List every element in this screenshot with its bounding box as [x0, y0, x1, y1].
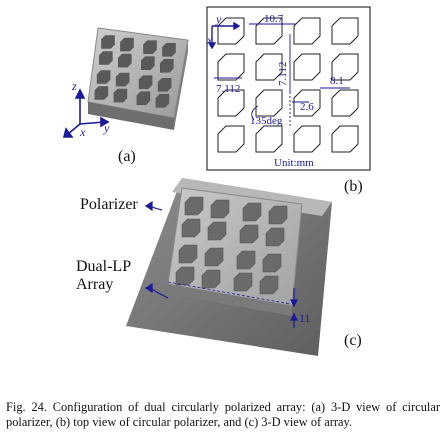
polarizer-cell: [96, 70, 111, 84]
top-view-cell: [293, 53, 321, 81]
polarizer-cell: [101, 35, 115, 49]
array-3d-view: 11: [126, 178, 332, 356]
top-view-cell: [331, 89, 359, 117]
dim-angle: 135deg: [250, 115, 283, 127]
dim-height: 11: [299, 311, 311, 325]
polarizer-cell: [268, 205, 288, 225]
polarizer-cell: [136, 91, 151, 105]
polarizer-cell: [160, 58, 174, 73]
dim-width-a: 7.112: [216, 83, 240, 95]
polarizer-cell: [94, 86, 109, 100]
polarizer-cell: [210, 199, 230, 219]
panel-c-label: (c): [344, 332, 362, 349]
top-view-cell: [255, 17, 283, 45]
panel-a-label: (a): [118, 148, 136, 165]
callout-arrows: [144, 200, 169, 299]
axis-x-label: x: [79, 125, 86, 139]
polarizer-cell: [207, 221, 227, 241]
polarizer-cell: [239, 224, 259, 244]
top-view-cell: [255, 89, 283, 117]
top-view-cell: [293, 89, 321, 117]
top-view-cell: [255, 125, 283, 153]
dim-width-b: 7.112: [277, 62, 289, 86]
array-cells: [175, 196, 288, 295]
top-view-cell: [217, 53, 245, 81]
top-view-cell: [217, 89, 245, 117]
top-view-cell: [293, 125, 321, 153]
polarizer-cell: [155, 94, 170, 108]
polarizer-cell: [259, 275, 279, 295]
polarizer-3d-view: z x y: [62, 27, 189, 139]
polarizer-cell: [204, 247, 224, 267]
polarizer-cell: [113, 88, 128, 103]
polarizer-cell: [138, 75, 153, 89]
polarizer-cell: [265, 227, 285, 247]
unit-note: Unit:mm: [274, 157, 314, 169]
dim-pitch-y: 8.1: [330, 75, 344, 87]
axis-y-label-top: y: [215, 12, 222, 26]
polarizer-cell: [201, 269, 221, 289]
panel-c-figure: 11: [122, 176, 342, 377]
panel-a-figure: z x y: [60, 10, 210, 145]
polarizer-cell: [120, 37, 134, 52]
axis-z-label: z: [71, 79, 77, 93]
polarizer-cell: [242, 202, 262, 222]
callout-dual-lp: Dual-LP: [76, 258, 132, 275]
top-view-cell: [331, 125, 359, 153]
top-view-cell: [331, 53, 359, 81]
polarizer-top-view: y x 10.7 7.112 7.112 8.1 2.6 135deg Unit…: [206, 6, 371, 171]
polarizer-cell: [181, 218, 201, 238]
axis-x-label-top: x: [206, 33, 213, 47]
figure-caption: Fig. 24. Configuration of dual circularl…: [6, 400, 440, 429]
polarizer-cell: [115, 72, 130, 87]
polarizer-cell: [117, 53, 132, 68]
panel-b-figure: y x 10.7 7.112 7.112 8.1 2.6 135deg Unit…: [206, 6, 372, 177]
polarizer-cell: [175, 266, 195, 286]
polarizer-cell: [162, 42, 176, 57]
dim-pitch-x: 10.7: [264, 13, 284, 25]
polarizer-cells: [94, 35, 176, 108]
polarizer-cell: [141, 56, 155, 71]
polarizer-cell: [157, 78, 172, 92]
top-view-cell: [255, 53, 283, 81]
polarizer-cell: [236, 250, 256, 270]
polarizer-cell: [98, 51, 113, 65]
dim-gap: 2.6: [300, 101, 314, 113]
polarizer-cell: [178, 244, 198, 264]
top-view-cells: [217, 17, 359, 153]
polarizer-cell: [184, 196, 204, 216]
top-view-cell: [331, 17, 359, 45]
top-view-cell: [293, 17, 321, 45]
polarizer-cell: [233, 272, 253, 292]
top-view-cell: [217, 125, 245, 153]
callout-polarizer: Polarizer: [80, 196, 138, 213]
callout-array: Array: [76, 276, 114, 293]
axis-y-label: y: [103, 121, 110, 135]
polarizer-cell: [262, 253, 282, 273]
polarizer-cell: [143, 40, 157, 55]
panel-b-label: (b): [344, 178, 363, 195]
